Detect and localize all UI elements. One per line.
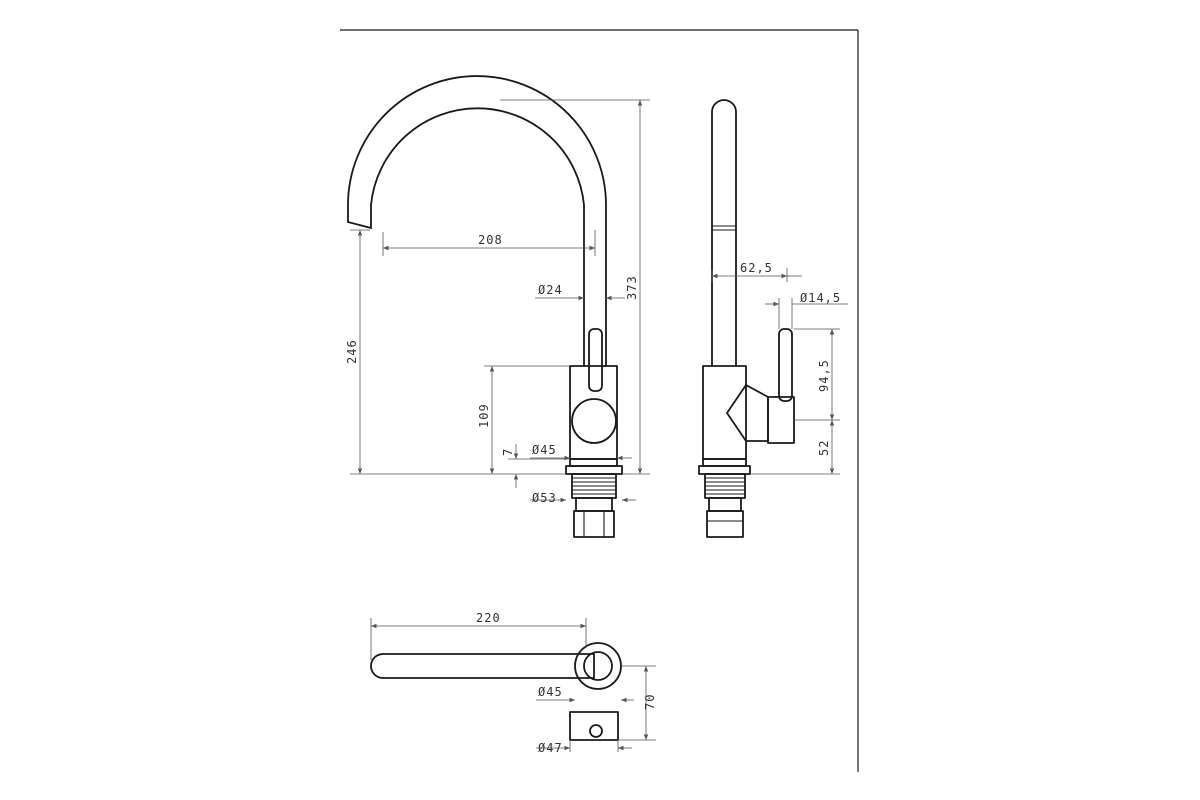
dim-body-diameter: Ø45 <box>532 443 557 457</box>
front-view: 208 373 246 Ø24 109 7 Ø45 Ø53 <box>345 75 650 538</box>
dim-total-height: 373 <box>625 275 639 300</box>
dim-body-height: 109 <box>477 403 491 428</box>
dim-base-gap: 7 <box>501 448 515 456</box>
dim-tube-diameter: Ø24 <box>538 283 563 297</box>
dim-thread-diameter: Ø53 <box>532 491 557 505</box>
top-view: 220 Ø45 70 Ø47 <box>370 611 657 755</box>
dim-lever-height: 94,5 <box>817 359 831 392</box>
front-faucet-outline <box>347 75 623 538</box>
dim-spout-reach: 208 <box>478 233 503 247</box>
dim-base-height: 52 <box>817 440 831 456</box>
side-view: 62,5 Ø14,5 94,5 52 <box>698 99 848 538</box>
top-dimension-labels: 220 Ø45 70 Ø47 <box>476 611 657 755</box>
dim-depth: 70 <box>643 694 657 710</box>
dim-base-diameter: Ø47 <box>538 741 563 755</box>
dim-spout-height: 246 <box>345 339 359 364</box>
top-dimension-lines <box>370 618 656 752</box>
dim-lever-diameter: Ø14,5 <box>800 291 841 305</box>
drawing-frame <box>340 29 859 772</box>
side-faucet-outline <box>698 99 795 538</box>
front-dimension-lines <box>350 99 650 503</box>
side-dimension-labels: 62,5 Ø14,5 94,5 52 <box>740 261 841 456</box>
dim-spout-length: 220 <box>476 611 501 625</box>
dim-lever-offset: 62,5 <box>740 261 773 275</box>
front-dimension-labels: 208 373 246 Ø24 109 7 Ø45 Ø53 <box>345 233 639 505</box>
top-faucet-outline <box>370 642 622 741</box>
side-dimension-lines <box>711 268 848 475</box>
dim-top-body-diameter: Ø45 <box>538 685 563 699</box>
